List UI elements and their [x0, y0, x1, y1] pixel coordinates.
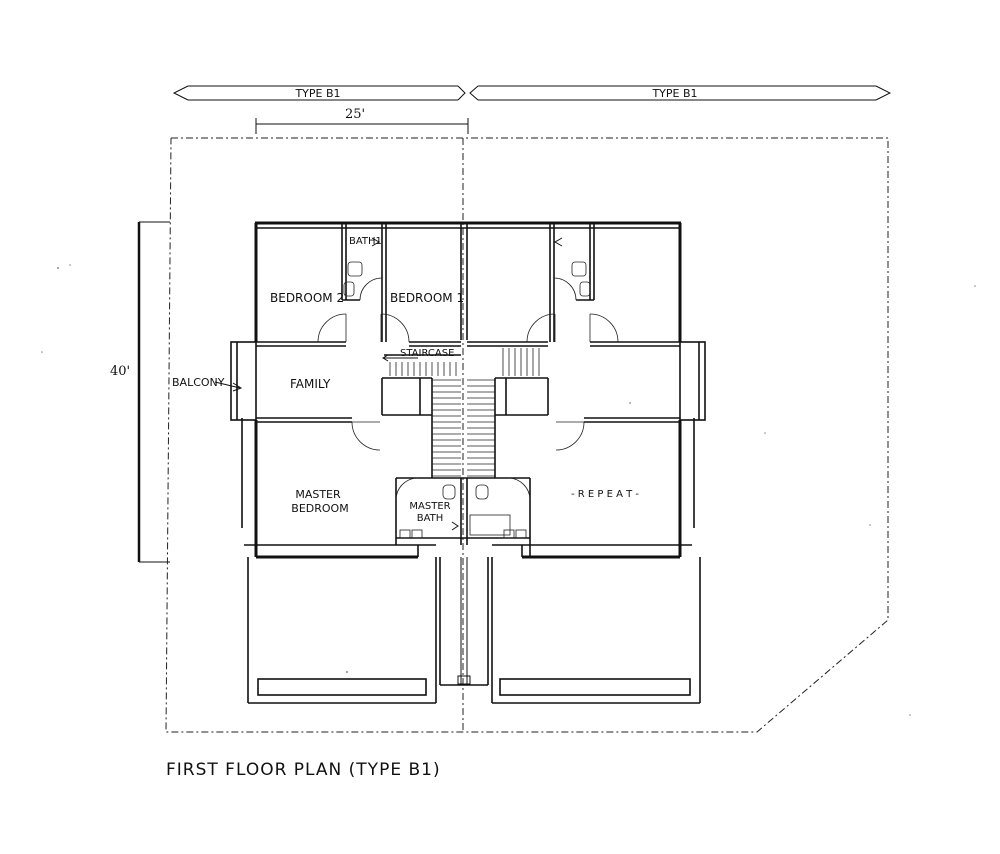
- balcony-right: [679, 341, 706, 421]
- left-master-door: [351, 421, 381, 451]
- type-arrow-right: [469, 85, 892, 101]
- staircase-treads-top-left: [389, 362, 457, 376]
- staircase-label: STAIRCASE: [400, 348, 454, 359]
- balcony-leader: [214, 381, 243, 392]
- type-arrow-left: [172, 85, 466, 101]
- staircase-treads-right: [467, 379, 495, 477]
- depth-dimension-line: [137, 221, 170, 563]
- repeat-label: - R E P E A T -: [571, 489, 639, 500]
- master-bedroom-label-line1: MASTER: [295, 488, 341, 501]
- left-bedroom1-door: [380, 313, 410, 343]
- bath1-fixtures: [343, 237, 381, 297]
- right-unit-walls: [526, 223, 680, 557]
- property-boundary: [165, 137, 889, 733]
- staircase-right: [467, 341, 549, 478]
- staircase-treads-left: [432, 379, 461, 477]
- scan-specks: [41, 264, 976, 716]
- staircase-left: [381, 354, 461, 478]
- width-dimension-label: 25': [345, 107, 365, 122]
- plan-caption: FIRST FLOOR PLAN (TYPE B1): [166, 760, 441, 780]
- master-bedroom-label-line2: BEDROOM: [291, 502, 348, 515]
- staircase-treads-top-right: [502, 348, 540, 376]
- family-label: FAMILY: [290, 377, 331, 391]
- building-outline: [241, 221, 695, 559]
- bedroom1-label: BEDROOM 1: [390, 291, 464, 305]
- type-right-label: TYPE B1: [651, 87, 697, 100]
- bedroom2-label: BEDROOM 2: [270, 291, 344, 305]
- balcony-left: [230, 341, 257, 421]
- master-bath-label-line2: BATH: [417, 513, 444, 524]
- staircase-arrow: [382, 354, 418, 362]
- porch-area: [247, 557, 701, 704]
- depth-dimension-label: 40': [110, 364, 130, 379]
- width-dimension-line: [255, 118, 469, 134]
- master-bath-label-line1: MASTER: [409, 501, 450, 512]
- balcony-label: BALCONY: [172, 376, 225, 389]
- left-unit-walls: [256, 223, 461, 423]
- bath1-label: BATH1: [349, 236, 382, 247]
- master-bath-walls: [395, 477, 531, 557]
- left-bedroom2-door: [317, 313, 347, 343]
- type-left-label: TYPE B1: [294, 87, 340, 100]
